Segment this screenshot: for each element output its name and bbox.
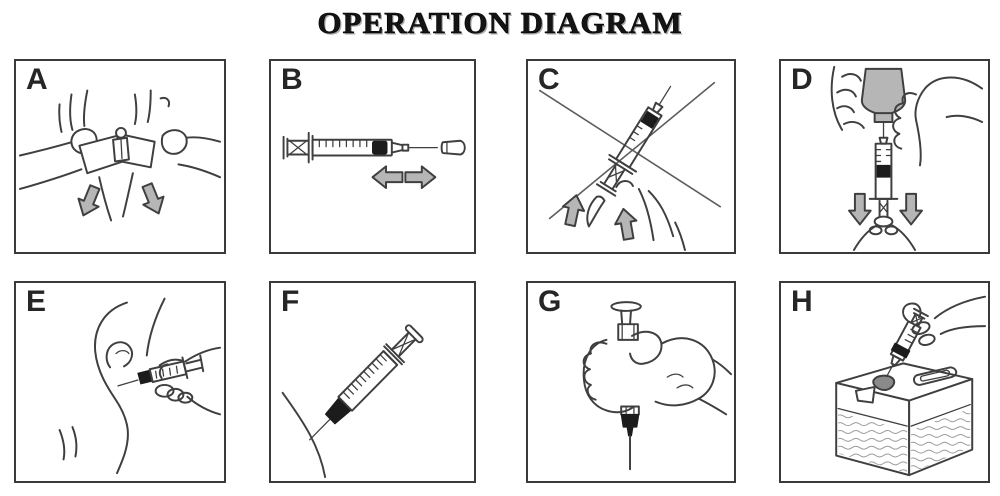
panel-d: D bbox=[779, 59, 990, 254]
panel-g: G bbox=[526, 281, 736, 483]
arrow-right-icon bbox=[404, 165, 437, 189]
hand bbox=[902, 295, 987, 346]
hand-holding-syringe bbox=[154, 346, 222, 416]
arrow-up-icon bbox=[561, 194, 586, 228]
arrow-down-icon bbox=[899, 192, 923, 226]
panel-label: A bbox=[26, 63, 48, 96]
remove-needle-cap-illustration bbox=[282, 131, 466, 189]
panel-e: E bbox=[14, 281, 226, 483]
panel-f: F bbox=[269, 281, 476, 483]
arm bbox=[58, 297, 166, 475]
panel-label: H bbox=[791, 285, 813, 318]
panel-label: G bbox=[538, 285, 562, 318]
arrow-down-left-icon bbox=[77, 184, 101, 217]
syringe bbox=[309, 324, 424, 441]
removed-cap bbox=[586, 195, 606, 228]
syringe bbox=[610, 301, 642, 471]
arrow-left-icon bbox=[371, 165, 404, 189]
syringe bbox=[595, 85, 672, 197]
arrow-down-right-icon bbox=[141, 182, 165, 215]
hand bbox=[615, 180, 686, 252]
blister-package bbox=[78, 126, 156, 222]
panel-label: F bbox=[281, 285, 300, 318]
syringe bbox=[868, 121, 899, 228]
page-title: OPERATION DIAGRAM bbox=[317, 5, 683, 41]
fist bbox=[582, 330, 733, 416]
panel-label: C bbox=[538, 63, 560, 96]
panel-a: A bbox=[14, 59, 226, 254]
panel-label: E bbox=[26, 285, 47, 318]
panel-c: C bbox=[526, 59, 736, 254]
panel-h: H bbox=[779, 281, 990, 483]
inject-into-arm-illustration bbox=[58, 297, 222, 475]
draw-from-vial-illustration bbox=[830, 65, 984, 252]
arrow-up-icon bbox=[614, 207, 638, 241]
needle-insertion-angle-illustration bbox=[281, 324, 424, 479]
syringe bbox=[117, 354, 205, 387]
hands-opening-package bbox=[18, 89, 222, 190]
vial bbox=[860, 67, 907, 124]
sharps-disposal-illustration bbox=[835, 295, 987, 477]
prohibited-plunger-push-illustration bbox=[538, 81, 722, 252]
push-plunger-illustration bbox=[582, 301, 733, 471]
skin-line bbox=[281, 391, 327, 479]
prohibition-x-icon bbox=[538, 89, 722, 208]
arrow-down-icon bbox=[848, 192, 872, 226]
panel-label: B bbox=[281, 63, 303, 96]
panel-b: B bbox=[269, 59, 476, 254]
open-package-illustration bbox=[18, 89, 222, 222]
hand-pulling-plunger bbox=[852, 224, 917, 252]
panel-label: D bbox=[791, 63, 813, 96]
needle-cap bbox=[440, 139, 466, 156]
hand-holding-vial bbox=[830, 65, 984, 167]
syringe bbox=[282, 131, 438, 164]
sharps-container bbox=[835, 362, 974, 477]
